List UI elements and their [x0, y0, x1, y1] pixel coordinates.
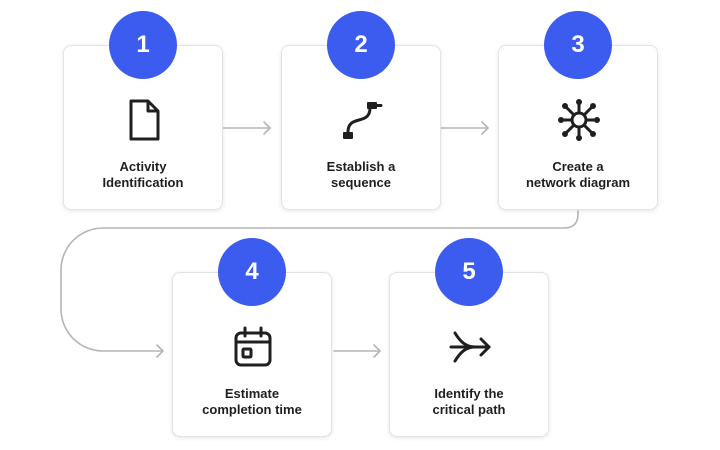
document-icon: [120, 96, 168, 144]
network-node-icon: [555, 96, 603, 144]
connector-2-3: [439, 121, 489, 135]
step-badge-3: 3: [544, 11, 612, 79]
connector-1-2: [221, 121, 271, 135]
step-badge-4: 4: [218, 238, 286, 306]
step-badge-1: 1: [109, 11, 177, 79]
curve-path-icon: [338, 96, 386, 144]
calendar-icon: [229, 323, 277, 371]
step-badge-5: 5: [435, 238, 503, 306]
connector-4-5: [333, 344, 381, 358]
merge-arrow-icon: [446, 323, 494, 371]
step-badge-2: 2: [327, 11, 395, 79]
